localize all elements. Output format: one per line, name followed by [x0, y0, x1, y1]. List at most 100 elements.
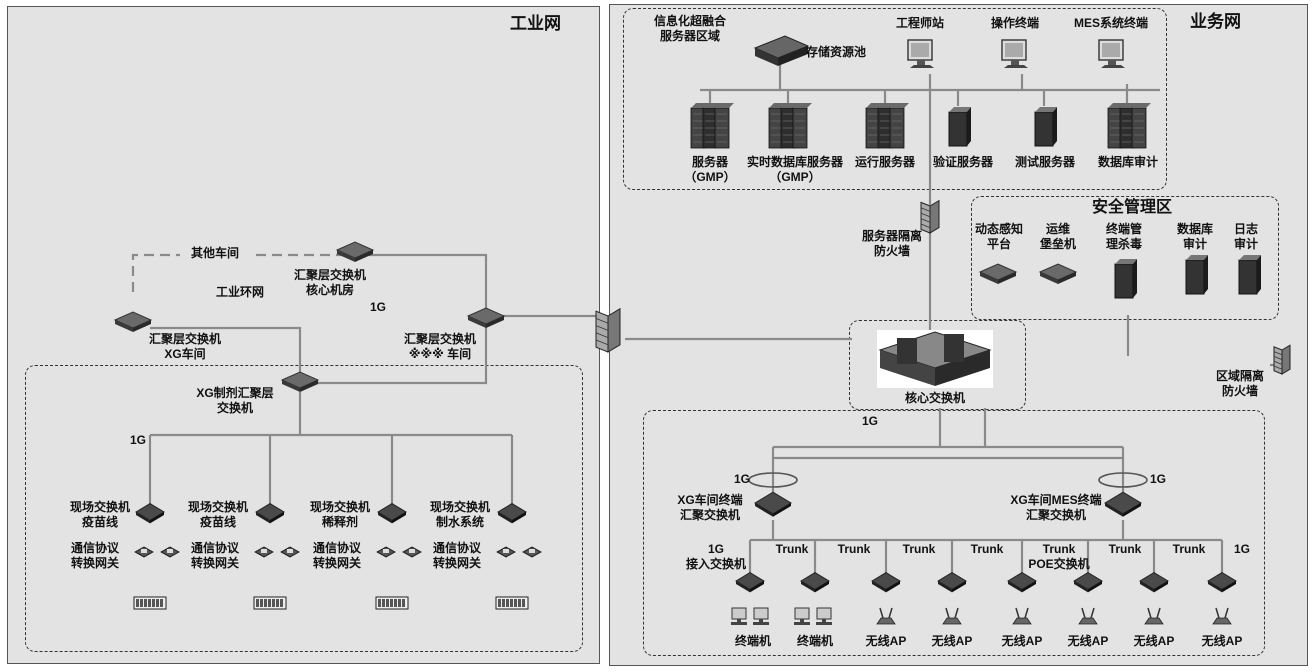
access-switch-icon — [1207, 572, 1237, 593]
xg-terminal-agg-label: XG车间终端 汇聚交换机 — [677, 493, 743, 522]
xg-agg-switch-icon — [113, 311, 153, 332]
terminal-label: 工程师站 — [895, 16, 944, 30]
plc-icon — [253, 596, 287, 610]
db-audit-icon — [1185, 255, 1208, 295]
gateway-icon — [496, 546, 516, 558]
gateway-icon — [522, 546, 542, 558]
plc-icon — [495, 596, 529, 610]
access-switch-icon — [871, 572, 901, 593]
wireless-ap-icon — [1144, 607, 1164, 625]
field-switch-icon — [135, 503, 165, 524]
terminal-pc-icon — [794, 607, 810, 625]
link-1g-label: 1G — [1149, 472, 1166, 486]
other-workshop-label: 其他车间 — [180, 246, 250, 261]
industrial-network-title: 工业网 — [510, 14, 561, 33]
engineer-station-icon — [907, 39, 934, 68]
endpoint-label: 终端机 — [734, 634, 771, 648]
log-audit-icon — [1238, 255, 1261, 295]
server-label: 服务器 （GMP） — [684, 155, 736, 184]
xg-agg-switch-label: XG制剂汇聚层 交换机 — [196, 386, 274, 415]
access-switch-icon — [800, 572, 830, 593]
security-zone-box — [971, 196, 1279, 320]
xg-mes-agg-label: XG车间MES终端 汇聚交换机 — [1010, 493, 1102, 522]
field-switch-label: 现场交换机 疫苗线 — [187, 500, 248, 529]
link-1g-label: 1G — [861, 414, 878, 428]
endpoint-label: 无线AP — [1201, 634, 1243, 648]
gateway-label: 通信协议 转换网关 — [432, 541, 481, 570]
terminal-pc-icon — [816, 607, 832, 625]
server-label: 测试服务器 — [1014, 155, 1075, 169]
link-1g-label: 1G — [733, 472, 750, 486]
storage-icon — [753, 35, 810, 66]
field-switch-icon — [255, 503, 285, 524]
gateway-label: 通信协议 转换网关 — [312, 541, 361, 570]
endpoint-label: 无线AP — [1133, 634, 1175, 648]
server-label: 验证服务器 — [932, 155, 993, 169]
test-server-icon — [1034, 107, 1057, 147]
terminal-pc-icon — [753, 607, 769, 625]
link-1g-label: 1G — [1233, 542, 1250, 556]
xg-terminal-agg-switch-icon — [754, 491, 792, 517]
core-room-agg-switch-icon — [335, 241, 375, 262]
xg-mes-agg-switch-icon — [1104, 491, 1142, 517]
gateway-label: 通信协议 转换网关 — [70, 541, 119, 570]
endpoint-antivirus-icon — [1114, 259, 1137, 299]
agg-switch-core-room-label: 汇聚层交换机 核心机房 — [293, 268, 366, 297]
access-switch-icon — [937, 572, 967, 593]
security-item-label: 运维 堡垒机 — [1039, 222, 1076, 251]
trunk-label: Trunk — [1108, 542, 1142, 556]
zone-firewall-label: 区域隔离 防火墙 — [1215, 369, 1264, 398]
link-1g-label: 1G — [129, 433, 146, 447]
gateway-icon — [402, 546, 422, 558]
endpoint-label: 无线AP — [931, 634, 973, 648]
core-switch-label: 核心交换机 — [904, 391, 965, 405]
link-aggregation-left — [748, 472, 798, 488]
access-switch-icon — [1139, 572, 1169, 593]
agg-switch-xxx-label: 汇聚层交换机 ※※※ 车间 — [403, 332, 476, 361]
gmp-server-icon — [690, 103, 734, 149]
bastion-host-icon — [1038, 263, 1078, 284]
security-item-label: 终端管 理杀毒 — [1105, 222, 1142, 251]
dynamic-sensing-icon — [978, 263, 1018, 284]
endpoint-label: 无线AP — [1001, 634, 1043, 648]
wireless-ap-icon — [1212, 607, 1232, 625]
server-firewall-icon — [920, 199, 940, 234]
terminal-area-box — [643, 410, 1265, 656]
validation-server-icon — [948, 107, 971, 147]
server-label: 数据库审计 — [1097, 155, 1158, 169]
trunk-label: Trunk — [1172, 542, 1206, 556]
link-1g-label: 1G — [369, 300, 386, 314]
core-switch-box — [849, 320, 1026, 410]
business-network-title: 业务网 — [1190, 12, 1241, 31]
zone-firewall-icon — [1273, 344, 1291, 375]
plc-icon — [133, 596, 167, 610]
access-switch-icon — [1007, 572, 1037, 593]
mes-terminal-icon — [1098, 39, 1125, 68]
terminal-label: 操作终端 — [990, 16, 1039, 30]
runtime-server-icon — [865, 103, 909, 149]
endpoint-label: 无线AP — [865, 634, 907, 648]
wireless-ap-icon — [876, 607, 896, 625]
trunk-label: Trunk — [970, 542, 1004, 556]
wireless-ap-icon — [1012, 607, 1032, 625]
link-aggregation-right — [1098, 472, 1148, 488]
security-item-label: 数据库 审计 — [1176, 222, 1213, 251]
db-audit-server-icon — [1107, 103, 1151, 149]
access-switch-icon — [735, 572, 765, 593]
gateway-icon — [160, 546, 180, 558]
field-switch-icon — [377, 503, 407, 524]
field-switch-icon — [497, 503, 527, 524]
security-item-label: 动态感知 平台 — [974, 222, 1023, 251]
xg-workshop-box — [25, 365, 583, 652]
terminal-pc-icon — [731, 607, 747, 625]
realtime-db-server-icon — [768, 103, 812, 149]
endpoint-label: 终端机 — [796, 634, 833, 648]
field-switch-label: 现场交换机 制水系统 — [429, 500, 490, 529]
field-switch-label: 现场交换机 稀释剂 — [309, 500, 370, 529]
server-zone-box — [623, 8, 1167, 190]
trunk-label: Trunk — [837, 542, 871, 556]
other-workshop-link — [131, 253, 345, 292]
